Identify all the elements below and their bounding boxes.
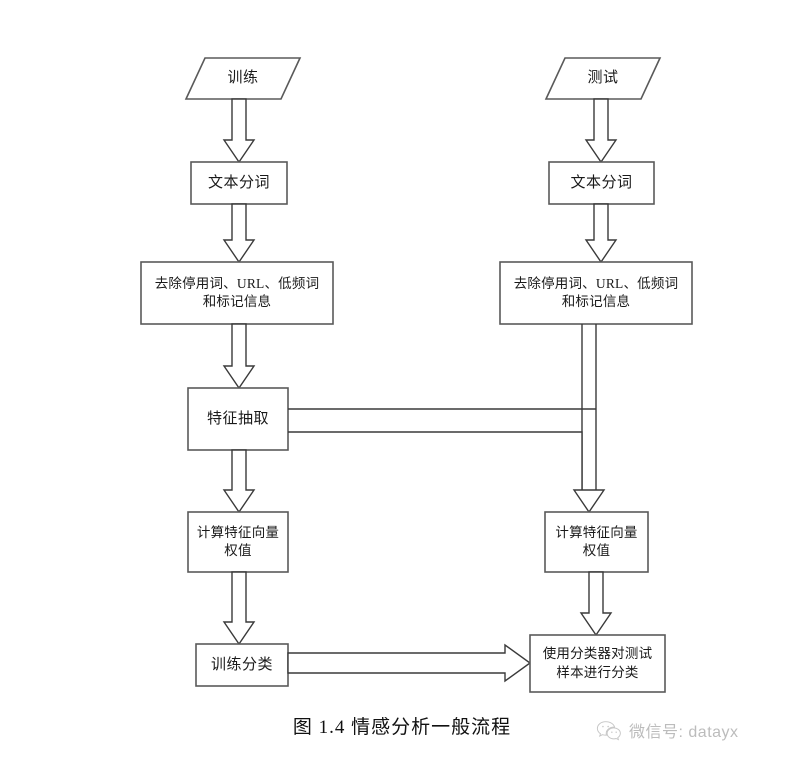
arrow-head-to-test-weight [572, 489, 606, 514]
arrow-train-segment-to-clean [222, 203, 256, 264]
wechat-icon [596, 721, 621, 741]
node-test-segment[interactable] [548, 161, 655, 205]
node-test-weight[interactable] [544, 511, 649, 573]
arrow-train-input-to-segment [222, 98, 256, 164]
node-train-segment[interactable] [190, 161, 288, 205]
node-feature-extract[interactable] [187, 387, 289, 451]
node-train-weight[interactable] [187, 511, 289, 573]
figure-caption: 图 1.4 情感分析一般流程 [292, 717, 512, 738]
arrow-test-weight-to-apply [579, 571, 613, 637]
arrow-train-clean-to-feature [222, 323, 256, 390]
node-train-classify[interactable] [195, 643, 289, 687]
node-apply-classifier[interactable] [529, 634, 666, 693]
arrow-feature-to-train-weight [222, 449, 256, 514]
arrow-test-input-to-segment [584, 98, 618, 164]
node-test-input[interactable] [544, 57, 662, 100]
arrow-test-segment-to-clean [584, 203, 618, 264]
node-train-clean[interactable] [140, 261, 334, 325]
arrow-feature-elbow-bottom [288, 431, 583, 490]
arrow-train-weight-to-classify [222, 571, 256, 646]
watermark: 微信号: datayx [596, 718, 739, 742]
node-train-input[interactable] [184, 57, 302, 100]
watermark-text: 微信号: datayx [629, 724, 739, 741]
node-test-clean[interactable] [499, 261, 693, 325]
arrow-train-classify-to-apply [287, 643, 532, 683]
